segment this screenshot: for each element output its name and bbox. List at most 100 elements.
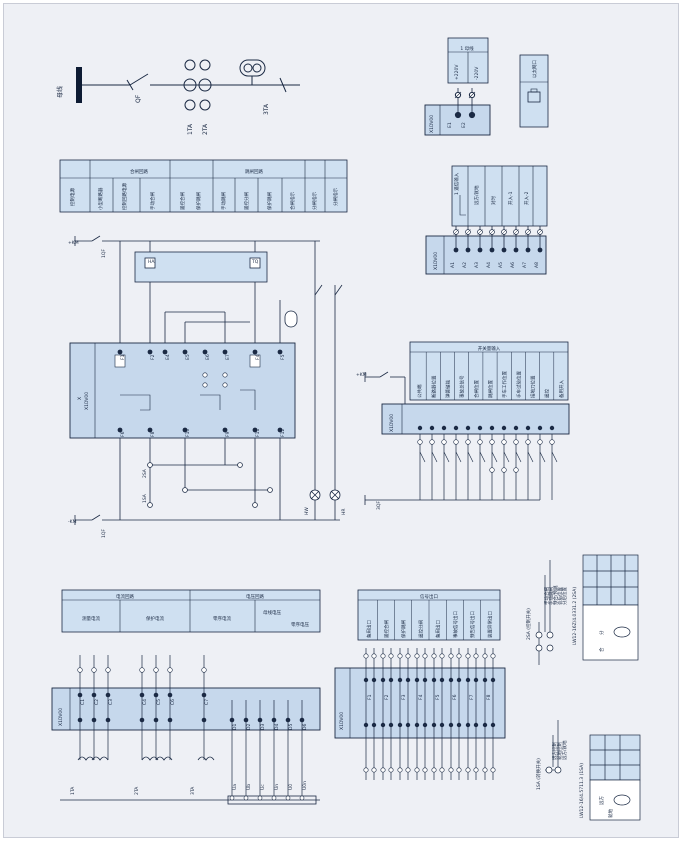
io-a-pin bbox=[477, 247, 483, 253]
single-line-diagram bbox=[76, 59, 300, 111]
volt-pin bbox=[299, 717, 305, 723]
current-table-h1: 电压回路 bbox=[246, 593, 264, 600]
di-pin bbox=[465, 425, 471, 431]
out-terminal bbox=[422, 653, 428, 659]
out-pin bbox=[448, 677, 454, 683]
main-top-pin bbox=[117, 349, 123, 355]
out-pin bbox=[482, 677, 488, 683]
volt-pin bbox=[257, 717, 263, 723]
io-a-pin bbox=[453, 247, 459, 253]
power-table-plus: +220V bbox=[454, 64, 460, 80]
di-terminal bbox=[513, 439, 519, 445]
out-pin bbox=[397, 677, 403, 683]
current-table bbox=[61, 589, 321, 633]
output-row-label: 遥控合闸 bbox=[383, 620, 390, 638]
switch-2sa-legend-item: 分后位置 bbox=[561, 587, 568, 605]
main-bot-pin-label: F6 bbox=[120, 431, 126, 437]
out-pin bbox=[380, 722, 386, 728]
out-terminal bbox=[397, 653, 403, 659]
ct-group-1ta: 1TA bbox=[70, 786, 76, 795]
switch-2sa-model: LW12-16Z/4.0331.2 (2SA) bbox=[572, 587, 578, 645]
relay-ha-label: HA bbox=[148, 259, 155, 265]
cur-pin bbox=[201, 692, 207, 698]
out-pin bbox=[405, 677, 411, 683]
volt-output-label: Un bbox=[274, 784, 280, 790]
di-pin bbox=[537, 425, 543, 431]
main-top-pin-label: E4 bbox=[165, 354, 171, 360]
current-table-r4: 零序电压 bbox=[291, 621, 309, 628]
out-pin bbox=[448, 722, 454, 728]
di-pin bbox=[477, 425, 483, 431]
main-bot-pin-label: F11 bbox=[255, 429, 261, 437]
io-a-model: X1DV00 bbox=[433, 252, 439, 270]
io-a-row-0: 1 遥信输入 bbox=[453, 172, 460, 195]
function-table-i4: 保护跳闸 bbox=[195, 192, 202, 210]
out-terminal bbox=[380, 653, 386, 659]
switch-1sa-legend-item: 就地控制 bbox=[556, 742, 563, 760]
ct-1ta-label: 1TA bbox=[187, 123, 194, 135]
di-row-label: 合闸位置 bbox=[473, 380, 480, 398]
function-table-i3: 遥控合闸 bbox=[179, 192, 186, 210]
out-pin bbox=[465, 677, 471, 683]
di-pin bbox=[453, 425, 459, 431]
cur-pin bbox=[167, 717, 173, 723]
out-pin bbox=[414, 677, 420, 683]
main-bot-pin-label: F9 bbox=[225, 431, 231, 437]
main-top-pin bbox=[147, 349, 153, 355]
breaker-1qf-bot: 1QF bbox=[101, 529, 107, 538]
indicator-led bbox=[222, 382, 228, 388]
current-table-r3: 母线电压 bbox=[263, 609, 281, 616]
main-top-pin-label: F5 bbox=[280, 354, 286, 360]
current-table-r1: 保护电流 bbox=[146, 615, 164, 622]
di-wiring bbox=[364, 371, 540, 505]
control-wiring-lower bbox=[74, 438, 341, 525]
function-table-i5: 手动跳闸 bbox=[220, 192, 227, 210]
volt-output-label: Ub bbox=[246, 784, 252, 790]
out-pin bbox=[473, 677, 479, 683]
main-top-pin-label: E5 bbox=[185, 354, 191, 360]
volt-output-label: Ua bbox=[232, 784, 238, 790]
di-terminal bbox=[489, 439, 495, 445]
di-terminal bbox=[453, 439, 459, 445]
lamp-hr-label: HR bbox=[341, 508, 347, 515]
switch-2sa-legend-item: 合后位置 bbox=[557, 587, 564, 605]
di-terminal bbox=[429, 439, 435, 445]
switch-1sa-legend-item: 远方/就地 bbox=[561, 740, 568, 760]
cur-terminal bbox=[91, 667, 97, 673]
volt-output-label: Uc bbox=[260, 784, 266, 790]
cur-pin-label: C7 bbox=[204, 699, 210, 705]
volt-pin-label: D5 bbox=[288, 724, 294, 730]
out-terminal bbox=[388, 653, 394, 659]
di-terminal bbox=[465, 439, 471, 445]
ct-coils bbox=[60, 756, 320, 805]
function-table-i1: 控制回路电源 bbox=[121, 183, 128, 210]
main-top-pin-label: F2 bbox=[150, 354, 156, 360]
cur-pin bbox=[139, 717, 145, 723]
function-table-h3: 分闸指示 bbox=[332, 188, 339, 206]
io-a-pin-label: A8 bbox=[534, 262, 540, 268]
out-pin bbox=[439, 677, 445, 683]
di-pin bbox=[513, 425, 519, 431]
out-terminal bbox=[431, 653, 437, 659]
output-row-label: 备用出口 bbox=[435, 620, 442, 638]
di-row-label: 手车工作位置 bbox=[501, 371, 508, 398]
main-bot-pin bbox=[117, 427, 123, 433]
switch-1sa-legend-item: 远方控制 bbox=[551, 742, 558, 760]
out-pin-label: F4 bbox=[418, 694, 424, 700]
sa-2-label: 2SA bbox=[142, 468, 148, 478]
out-pin bbox=[380, 677, 386, 683]
cur-pin bbox=[77, 692, 83, 698]
out-pin-label: F6 bbox=[452, 694, 458, 700]
main-control-panel bbox=[69, 342, 296, 439]
cur-pin-label: C5 bbox=[156, 699, 162, 705]
out-pin bbox=[431, 722, 437, 728]
current-panel-model: X1DV00 bbox=[58, 708, 64, 726]
out-pin bbox=[490, 677, 496, 683]
io-a-pin-label: A5 bbox=[498, 262, 504, 268]
main-top-pin bbox=[202, 349, 208, 355]
terminal-xl bbox=[424, 88, 491, 136]
di-row-label: 弹簧储能 bbox=[444, 380, 451, 398]
switch-1sa-a: 远方 bbox=[598, 796, 605, 805]
